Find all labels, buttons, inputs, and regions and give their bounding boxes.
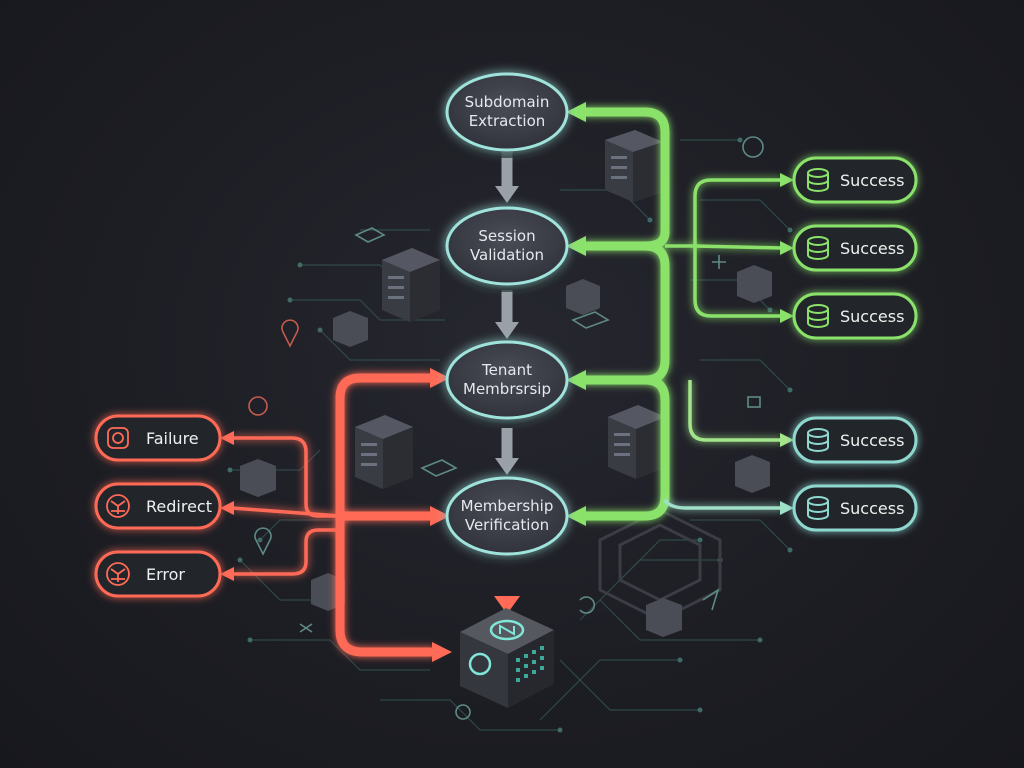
database-icon xyxy=(807,304,829,328)
failure-pill-redirect: Redirect xyxy=(94,482,222,530)
process-node-label: Tenant xyxy=(481,361,532,379)
database-icon xyxy=(807,496,829,520)
success-pill: Success xyxy=(792,156,918,204)
success-pill: Success xyxy=(792,416,918,464)
failure-label: Redirect xyxy=(146,497,212,516)
success-pill: Success xyxy=(792,292,918,340)
decorative-glyphs xyxy=(248,136,764,720)
process-node-label: Membrsrsip xyxy=(463,380,551,398)
network-icon xyxy=(106,494,130,518)
success-label: Success xyxy=(840,499,904,518)
process-node-label: Membership xyxy=(461,497,554,515)
process-node-label: Verification xyxy=(465,516,549,534)
process-node-label: Validation xyxy=(470,246,544,264)
success-arrowheads xyxy=(566,102,586,526)
terminal-server xyxy=(460,608,554,708)
success-label: Success xyxy=(840,171,904,190)
failure-routes xyxy=(335,373,437,657)
server-icon xyxy=(382,248,440,322)
circuit-nodes xyxy=(227,137,793,733)
database-icon xyxy=(807,168,829,192)
success-routes xyxy=(580,107,670,521)
network-icon xyxy=(106,562,130,586)
success-label: Success xyxy=(840,239,904,258)
success-branches xyxy=(663,178,783,510)
server-icon xyxy=(605,130,663,202)
failure-branch-arrowheads xyxy=(220,431,234,581)
failure-branches xyxy=(231,436,341,576)
server-icon xyxy=(608,405,666,479)
failure-label: Failure xyxy=(146,429,199,448)
success-branch-arrowheads xyxy=(780,173,794,515)
process-node-label: Extraction xyxy=(469,112,546,130)
database-icon xyxy=(807,428,829,452)
success-pill: Success xyxy=(792,224,918,272)
small-server-icon xyxy=(240,265,772,637)
process-node-label: Subdomain xyxy=(465,93,550,111)
failure-label: Error xyxy=(146,565,185,584)
success-label: Success xyxy=(840,307,904,326)
success-pill: Success xyxy=(792,484,918,532)
n-logo-icon xyxy=(489,619,525,641)
database-icon xyxy=(807,236,829,260)
server-icon xyxy=(355,415,413,489)
failure-pill-error: Error xyxy=(94,550,222,598)
process-nodes: SubdomainExtractionSessionValidationTena… xyxy=(445,72,569,562)
process-node-label: Session xyxy=(478,227,535,245)
failure-pill-failure: Failure xyxy=(94,414,222,462)
success-label: Success xyxy=(840,431,904,450)
gauge-icon xyxy=(107,427,129,449)
failure-arrowheads xyxy=(430,368,452,662)
